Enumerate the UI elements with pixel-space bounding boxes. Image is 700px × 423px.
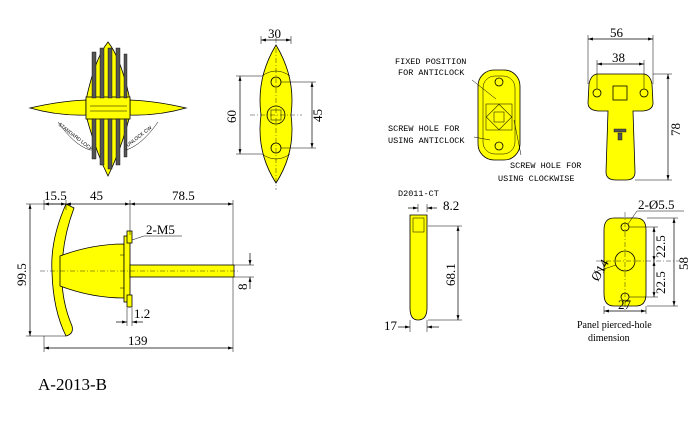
side-plate-dim: 1.2: [134, 306, 150, 321]
cam-length-dim: 68.1: [443, 263, 458, 286]
handle-side-view: 15.5 45 78.5 99.5 2-M5 8 1.2 139: [14, 188, 254, 352]
rear-view: FIXED POSITION FOR ANTICLOCK SCREW HOLE …: [388, 57, 581, 184]
model-number: A-2013-B: [38, 375, 107, 394]
cutout-holes-callout: 2-Ø5.5: [638, 197, 674, 212]
cam-code: D2011-CT: [398, 189, 439, 199]
handle-front-view: 30 60 45: [224, 26, 325, 190]
note-clockwise-line1: SCREW HOLE FOR: [510, 161, 581, 171]
cutout-lower-dim: 22.5: [653, 271, 668, 294]
front-width-dim: 30: [268, 26, 281, 41]
panel-cutout-view: 2-Ø5.5 Ø14 22.5 22.5 58 27 Panel pierced…: [577, 197, 691, 344]
note-anticlock-line1: SCREW HOLE FOR: [388, 124, 459, 134]
note-anticlock-line2: USING ANTICLOCK: [388, 136, 465, 146]
side-nut-bottom: [126, 294, 133, 308]
side-flange: [123, 235, 131, 303]
side-flange-dim: 15.5: [44, 188, 67, 203]
side-nut-top: [126, 230, 133, 244]
side-height-dim: 99.5: [14, 263, 29, 286]
cutout-height-dim: 58: [676, 257, 691, 270]
cutout-caption-line2: dimension: [588, 333, 630, 344]
rear-housing: [477, 69, 521, 161]
handle-top-view: STANDARD LOCK UNLOCK CW: [28, 41, 188, 177]
handle-wing-left: [28, 99, 87, 116]
arc-label-right: UNLOCK CW: [126, 125, 154, 149]
cam-plate: [409, 214, 428, 321]
side-neck-dim: 45: [90, 188, 103, 203]
side-shaft-dia-dim: 8: [235, 284, 250, 291]
bracket-body: [587, 73, 654, 181]
handle-grip-ribs: [91, 47, 128, 170]
side-overall-length-dim: 139: [128, 333, 148, 348]
handle-hub: [85, 96, 131, 120]
side-thread-callout: 2-M5: [146, 222, 175, 237]
note-fixed-line2: FOR ANTICLOCK: [398, 68, 465, 78]
front-height-dim: 60: [224, 110, 239, 123]
bracket-view: 56 38 78: [587, 25, 683, 181]
bracket-width-dim: 56: [610, 25, 624, 40]
note-clockwise-line2: USING CLOCKWISE: [498, 174, 575, 184]
cam-width-dim: 17: [384, 318, 398, 333]
cutout-center-hole: [614, 250, 636, 272]
handle-wing-right: [129, 99, 188, 116]
note-fixed-line1: FIXED POSITION: [395, 57, 466, 67]
arc-label-left: STANDARD LOCK: [57, 122, 94, 153]
cutout-upper-dim: 22.5: [653, 235, 668, 258]
cutout-caption-line1: Panel pierced-hole: [577, 320, 652, 331]
cam-thickness-dim: 8.2: [443, 198, 459, 213]
bracket-height-dim: 78: [668, 123, 683, 136]
bracket-hole-spacing-dim: 38: [612, 50, 625, 65]
cam-view: D2011-CT 8.2 68.1 17: [384, 189, 462, 333]
cutout-width-dim: 27: [618, 297, 632, 312]
front-hole-spacing-dim: 45: [310, 109, 325, 122]
side-shaft-dim: 78.5: [172, 188, 195, 203]
